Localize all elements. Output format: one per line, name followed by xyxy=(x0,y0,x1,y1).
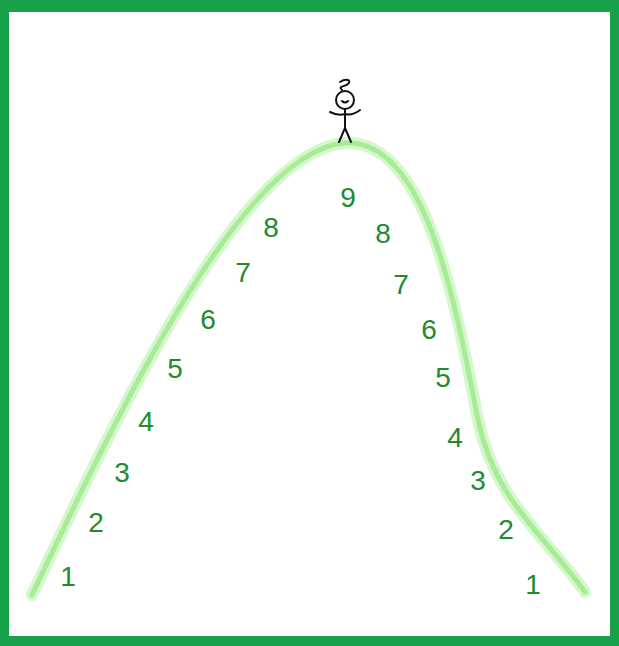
stick-figure xyxy=(330,80,360,142)
step-number: 5 xyxy=(435,364,451,392)
step-number: 9 xyxy=(340,184,356,212)
step-number: 6 xyxy=(200,306,216,334)
step-number: 2 xyxy=(88,509,104,537)
step-number: 1 xyxy=(525,571,541,599)
step-number: 8 xyxy=(263,214,279,242)
step-number: 7 xyxy=(393,271,409,299)
white-ground xyxy=(9,12,610,636)
step-number: 3 xyxy=(114,459,130,487)
step-number: 4 xyxy=(447,424,463,452)
step-number: 6 xyxy=(421,316,437,344)
step-number: 7 xyxy=(235,259,251,287)
step-number: 4 xyxy=(138,408,154,436)
step-number: 5 xyxy=(167,355,183,383)
step-number: 8 xyxy=(375,220,391,248)
curve-glow xyxy=(32,143,585,595)
step-number: 3 xyxy=(470,467,486,495)
step-number: 1 xyxy=(60,563,76,591)
step-number: 2 xyxy=(498,516,514,544)
mountain-curve xyxy=(32,143,585,595)
